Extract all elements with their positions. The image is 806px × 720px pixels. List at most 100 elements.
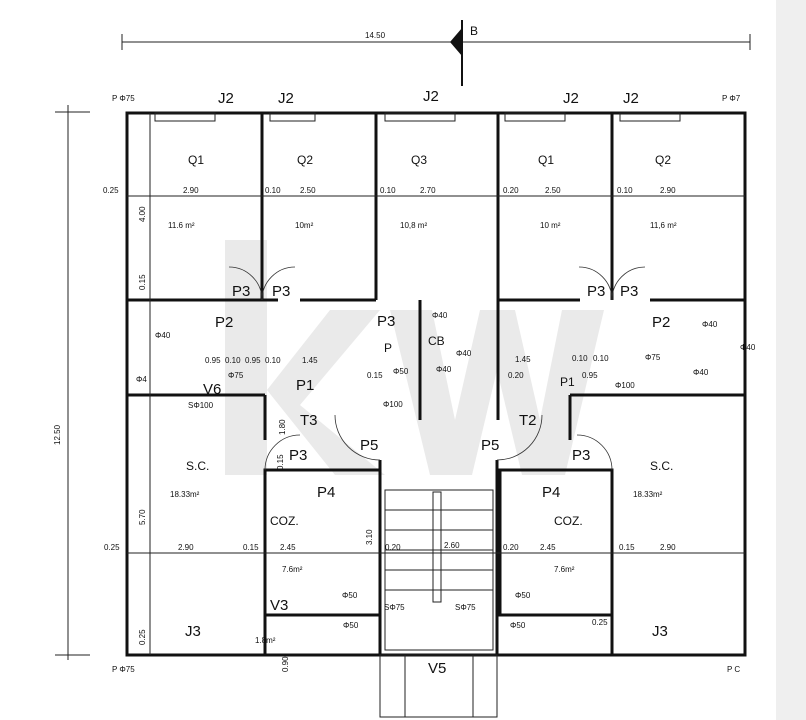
dimension-label: 0.15 bbox=[138, 274, 147, 290]
dimension-label: 2.90 bbox=[660, 186, 676, 195]
door-label: P2 bbox=[652, 314, 670, 331]
dimension-label: 0.95 bbox=[245, 356, 261, 365]
window-label: J2 bbox=[563, 90, 579, 107]
pipe-label: Φ50 bbox=[510, 621, 526, 630]
window-label: V3 bbox=[270, 597, 288, 614]
dimension-label: 1.45 bbox=[515, 355, 531, 364]
dimension-label: 0.25 bbox=[103, 186, 119, 195]
dimension-label: 4.00 bbox=[138, 206, 147, 222]
dimension-label: 2.90 bbox=[178, 543, 194, 552]
top-windows bbox=[154, 112, 681, 122]
dimension-label: 3.10 bbox=[365, 529, 374, 545]
room-name: Q2 bbox=[297, 153, 313, 167]
dimension-label: 0.10 bbox=[617, 186, 633, 195]
door-label: P4 bbox=[542, 484, 560, 501]
dimension-label: 5.70 bbox=[138, 509, 147, 525]
window-label: V6 bbox=[203, 381, 221, 398]
door-label: P3 bbox=[232, 283, 250, 300]
dimension-label: 0.15 bbox=[243, 543, 259, 552]
room-name: S.C. bbox=[650, 459, 673, 473]
window-label: J3 bbox=[185, 623, 201, 640]
room-area: 10,8 m² bbox=[400, 221, 427, 230]
dimension-label: 0.20 bbox=[508, 371, 524, 380]
door-label: P4 bbox=[317, 484, 335, 501]
pipe-label: SΦ75 bbox=[455, 603, 476, 612]
pipe-label: Φ100 bbox=[383, 400, 403, 409]
room-area: 7.6m² bbox=[282, 565, 303, 574]
watermark-logo bbox=[225, 240, 604, 475]
pipe-label: Φ50 bbox=[342, 591, 358, 600]
overall-width-label: 14.50 bbox=[365, 31, 386, 40]
pipe-label: Φ4 bbox=[136, 375, 147, 384]
room-area: 10 m² bbox=[540, 221, 561, 230]
room-name: COZ. bbox=[554, 514, 583, 528]
dimension-label: 0.25 bbox=[138, 629, 147, 645]
dimension-label: 2.45 bbox=[280, 543, 296, 552]
room-area: 10m² bbox=[295, 221, 314, 230]
pipe-label: P C bbox=[727, 665, 740, 674]
pipe-label: Φ40 bbox=[432, 311, 448, 320]
pipe-label: Φ40 bbox=[155, 331, 171, 340]
side-strip bbox=[776, 0, 806, 720]
dimension-label: 0.25 bbox=[592, 618, 608, 627]
pipe-label: Φ40 bbox=[693, 368, 709, 377]
room-area: 7.6m² bbox=[554, 565, 575, 574]
entrance-v5 bbox=[379, 654, 498, 718]
pipe-label: Φ40 bbox=[456, 349, 472, 358]
pipe-label: Φ40 bbox=[702, 320, 718, 329]
dimension-label: 2.50 bbox=[300, 186, 316, 195]
pipe-label: Φ50 bbox=[515, 591, 531, 600]
room-area: 11.6 m² bbox=[168, 221, 195, 230]
pipe-label: Φ100 bbox=[615, 381, 635, 390]
door-label: P5 bbox=[481, 437, 499, 454]
dimension-label: 2.50 bbox=[545, 186, 561, 195]
door-label: P3 bbox=[620, 283, 638, 300]
dimension-label: 0.10 bbox=[225, 356, 241, 365]
pipe-label: Φ40 bbox=[436, 365, 452, 374]
room-name: Q1 bbox=[188, 153, 204, 167]
door-label: P3 bbox=[377, 313, 395, 330]
room-name: Q2 bbox=[655, 153, 671, 167]
dimension-label: 0.15 bbox=[619, 543, 635, 552]
dimension-label: 0.90 bbox=[281, 656, 290, 672]
dimension-label: 0.10 bbox=[380, 186, 396, 195]
room-area: 18.33m² bbox=[170, 490, 200, 499]
staircase[interactable] bbox=[384, 489, 494, 651]
pipe-label: P Φ75 bbox=[112, 94, 135, 103]
window-label: J3 bbox=[652, 623, 668, 640]
room-name: Q1 bbox=[538, 153, 554, 167]
dimension-label: 2.90 bbox=[660, 543, 676, 552]
section-marker: B bbox=[450, 20, 478, 86]
door-swings bbox=[228, 266, 646, 471]
room-area: 18.33m² bbox=[633, 490, 663, 499]
pipe-label: Φ50 bbox=[343, 621, 359, 630]
section-mark-label: B bbox=[470, 24, 478, 38]
dimension-label: 2.60 bbox=[444, 541, 460, 550]
dimension-label: 0.25 bbox=[104, 543, 120, 552]
door-label: P bbox=[384, 341, 392, 355]
window-label: J2 bbox=[423, 88, 439, 105]
dimension-label: 2.70 bbox=[420, 186, 436, 195]
dimension-label: 1.80 bbox=[278, 419, 287, 435]
dimension-depth: 12.50 bbox=[53, 105, 90, 660]
door-label: P3 bbox=[587, 283, 605, 300]
dimension-label: 0.15 bbox=[276, 454, 285, 470]
room-name: CB bbox=[428, 334, 445, 348]
dimension-label: 0.10 bbox=[265, 356, 281, 365]
window-label: J2 bbox=[218, 90, 234, 107]
overall-depth-label: 12.50 bbox=[53, 424, 62, 445]
pipe-label: P Φ75 bbox=[112, 665, 135, 674]
room-name: S.C. bbox=[186, 459, 209, 473]
dimension-label: 0.20 bbox=[503, 543, 519, 552]
walls bbox=[125, 111, 747, 657]
window-label: V5 bbox=[428, 660, 446, 677]
door-label: P3 bbox=[572, 447, 590, 464]
dimension-label: 0.15 bbox=[367, 371, 383, 380]
dimension-label: 0.10 bbox=[572, 354, 588, 363]
door-label: P2 bbox=[215, 314, 233, 331]
door-label: P3 bbox=[289, 447, 307, 464]
dimension-label: 2.45 bbox=[540, 543, 556, 552]
door-label: P1 bbox=[560, 375, 575, 389]
pipe-label: Φ75 bbox=[645, 353, 661, 362]
